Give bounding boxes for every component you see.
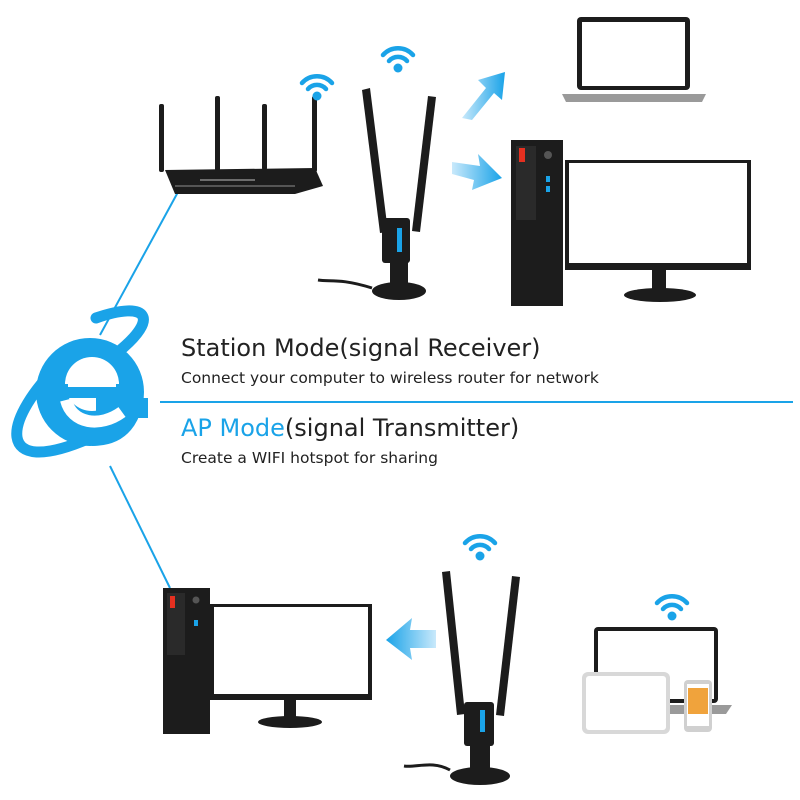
wifi-icon [383, 48, 413, 72]
router-icon [159, 96, 323, 194]
station-mode-title: Station Mode(signal Receiver) [181, 334, 541, 362]
laptop-icon [562, 17, 706, 102]
ap-mode-title-rest: (signal Transmitter) [284, 414, 520, 442]
monitor-icon [210, 604, 372, 728]
ap-mode-highlight: AP Mode [181, 414, 285, 442]
arrow-icon [462, 72, 505, 120]
wifi-icon [657, 596, 687, 620]
wifi-icon [465, 536, 495, 560]
desktop-pc-icon [511, 140, 563, 306]
arrow-icon [452, 154, 502, 190]
tablet-icon [582, 672, 670, 734]
station-mode-subtitle: Connect your computer to wireless router… [181, 369, 599, 387]
desktop-pc-icon [163, 588, 210, 734]
wifi-icon [302, 76, 332, 100]
internet-explorer-logo [11, 305, 149, 458]
phone-icon [684, 680, 712, 732]
usb-wifi-adapter-icon [403, 571, 520, 785]
usb-wifi-adapter-icon [317, 88, 436, 300]
arrow-icon [386, 618, 436, 660]
monitor-icon [565, 160, 751, 302]
ap-mode-subtitle: Create a WIFI hotspot for sharing [181, 449, 438, 467]
ap-mode-title: AP Mode(signal Transmitter) [181, 414, 519, 442]
